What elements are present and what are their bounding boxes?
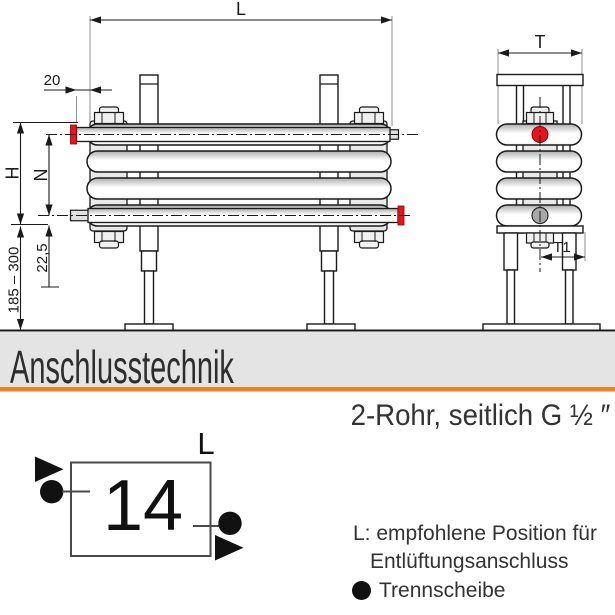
legend-bullet-row: Trennscheibe (352, 579, 505, 603)
legend-bullet-label: Trennscheibe (379, 579, 506, 602)
section-header-band (0, 332, 615, 387)
dim-label-22-5: 22,5 (34, 243, 51, 272)
fitting-nut-top-right (353, 106, 385, 125)
dim-label-L: L (236, 0, 246, 19)
dim-20: 20 (44, 72, 112, 94)
schematic-radiator-box (70, 461, 212, 557)
section-title: Anschlusstechnik (10, 341, 234, 393)
dim-label-T1: T1 (553, 239, 571, 256)
side-tube-2 (495, 150, 583, 173)
side-view: T T1 (482, 32, 601, 332)
front-right-leg (306, 74, 356, 332)
front-left-leg (124, 74, 174, 332)
dim-22-5: 22,5 (34, 225, 59, 288)
dim-label-185-300: 185 – 300 (6, 247, 23, 314)
schematic-model-number: 14 (103, 466, 183, 546)
separator-disc-icon (352, 581, 371, 600)
separator-dot-right (218, 511, 242, 535)
connection-schematic: L 14 (35, 426, 244, 561)
side-left-leg (503, 232, 519, 325)
flow-triangle-right (215, 535, 244, 561)
legend-note-line2: Entlüftungsanschluss (370, 550, 569, 573)
seat-plate (496, 73, 584, 87)
dim-label-N: N (31, 169, 51, 182)
schematic-L-label: L (197, 426, 214, 461)
connection-subtitle: 2-Rohr, seitlich G ½ ″ (350, 399, 610, 432)
top-pipe (70, 124, 400, 145)
dim-T1: T1 (541, 232, 586, 261)
dim-label-H: H (3, 167, 23, 180)
tube-row-2 (86, 150, 392, 173)
dim-N: N (31, 134, 53, 216)
side-tube-3 (495, 177, 583, 200)
front-view: L 20 H N 22, (3, 0, 420, 332)
legend-note-line1: L: empfohlene Position für (353, 522, 597, 545)
flow-triangle-left (35, 456, 64, 482)
tube-row-3 (86, 177, 392, 200)
separator-dot-left (40, 480, 64, 504)
dim-L: L (90, 0, 392, 24)
dim-H: H (3, 122, 25, 225)
dim-label-20: 20 (44, 72, 61, 89)
fitting-nut-bottom-right (353, 230, 385, 249)
fitting-nut-bottom-left (93, 230, 125, 249)
fitting-nut-top-left (93, 106, 125, 125)
accent-orange-bar (0, 387, 615, 392)
dim-label-T: T (535, 32, 546, 52)
dim-T: T (498, 32, 582, 57)
dim-185-300: 185 – 300 (6, 226, 25, 330)
